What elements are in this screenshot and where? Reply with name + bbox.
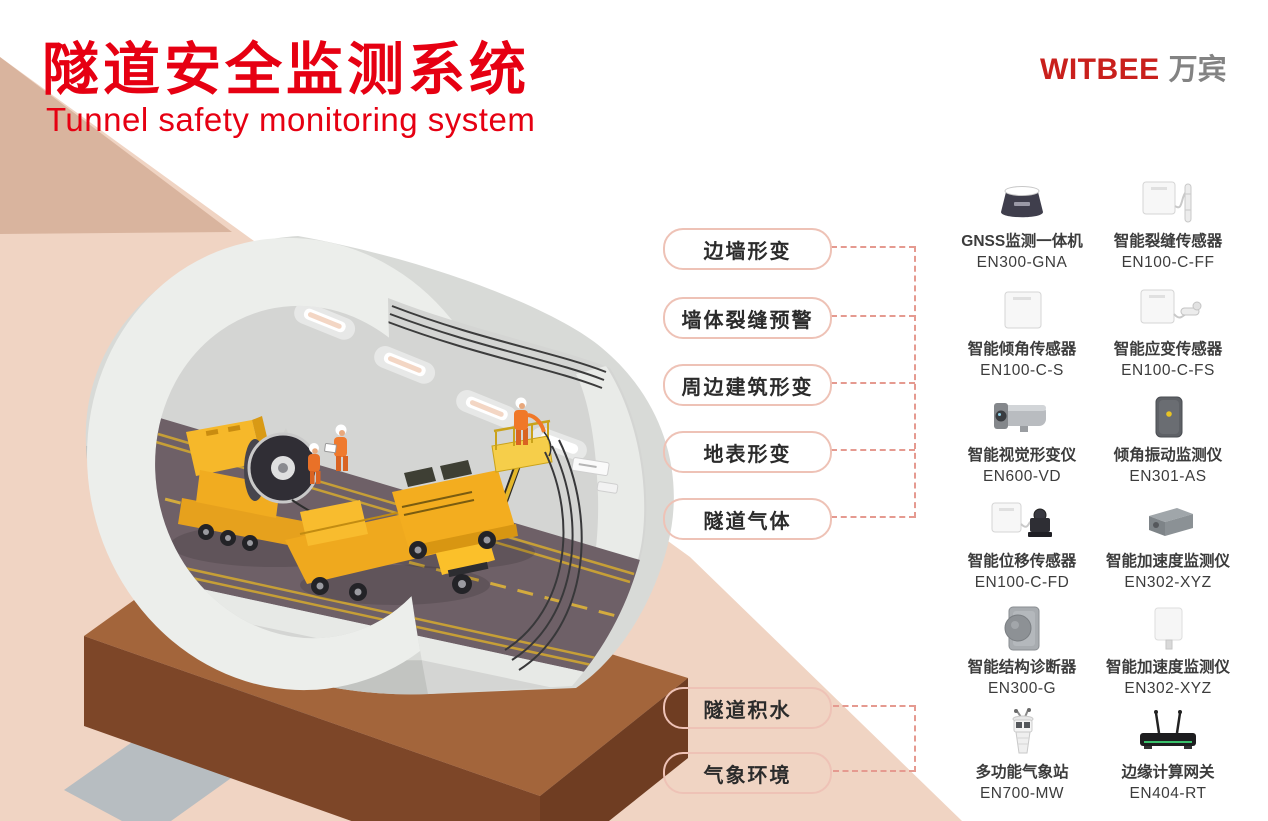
product-displacement-sensor: 智能位移传感器 EN100-C-FD [946, 496, 1098, 593]
product-tilt-sensor: 智能倾角传感器 EN100-C-S [946, 284, 1098, 381]
gnss-device-image [946, 176, 1098, 228]
displacement-sensor-image [946, 496, 1098, 548]
logo-brand-text: WITBEE [1040, 53, 1160, 86]
category-pill-building-deformation: 周边建筑形变 [663, 364, 832, 406]
hanging-cables [504, 439, 583, 671]
product-tilt-vibration-monitor: 倾角振动监测仪 EN301-AS [1092, 390, 1244, 487]
category-pill-surface-deformation: 地表形变 [663, 431, 832, 473]
connector-line [831, 246, 915, 248]
edge-gateway-image [1092, 707, 1244, 759]
product-edge-gateway: 边缘计算网关 EN404-RT [1092, 707, 1244, 804]
category-pill-tunnel-gas: 隧道气体 [663, 498, 832, 540]
ceiling-lights [294, 302, 587, 461]
product-strain-sensor: 智能应变传感器 EN100-C-FS [1092, 284, 1244, 381]
worker-on-platform [514, 397, 552, 457]
worker-with-clipboard [324, 424, 348, 471]
worker-standing [308, 443, 321, 484]
structural-diagnostic-image [946, 602, 1098, 654]
accelerometer-white-image [1092, 602, 1244, 654]
category-pill-wall-crack-warning: 墙体裂缝预警 [663, 297, 832, 339]
product-accelerometer-gray: 智能加速度监测仪 EN302-XYZ [1092, 496, 1244, 593]
wall-sign [571, 457, 619, 494]
weather-station-image [946, 707, 1098, 759]
crack-sensor-image [1092, 176, 1244, 228]
connector-line-vertical [914, 246, 916, 518]
ceiling-cables [387, 305, 607, 389]
product-structural-diagnostic: 智能结构诊断器 EN300-G [946, 602, 1098, 699]
connector-line [831, 382, 915, 384]
product-visual-deformation-camera: 智能视觉形变仪 EN600-VD [946, 390, 1098, 487]
tilt-vibration-device-image [1092, 390, 1244, 442]
product-accelerometer-white: 智能加速度监测仪 EN302-XYZ [1092, 602, 1244, 699]
tilt-sensor-image [946, 284, 1098, 336]
connector-line [831, 516, 915, 518]
category-pill-tunnel-water: 隧道积水 [663, 687, 832, 729]
connector-line [831, 449, 915, 451]
category-pill-weather: 气象环境 [663, 752, 832, 794]
page-subtitle: Tunnel safety monitoring system [46, 101, 536, 138]
product-gnss-monitor: GNSS监测一体机 EN300-GNA [946, 176, 1098, 273]
logo-cn-text: 万宾 [1168, 54, 1227, 86]
accelerometer-gray-image [1092, 496, 1244, 548]
strain-sensor-image [1092, 284, 1244, 336]
category-pill-wall-deformation: 边墙形变 [663, 228, 832, 270]
product-crack-sensor: 智能裂缝传感器 EN100-C-FF [1092, 176, 1244, 273]
lift-truck [392, 397, 553, 559]
connector-line [831, 315, 915, 317]
camera-device-image [946, 390, 1098, 442]
product-weather-station: 多功能气象站 EN700-MW [946, 707, 1098, 804]
cable-reel-truck [178, 416, 399, 558]
connector-line [833, 705, 915, 707]
page-title: 隧道安全监测系统 [42, 38, 530, 102]
tan-corner-shape [0, 57, 232, 234]
connector-line-vertical [914, 705, 916, 772]
witbee-logo: WITBEE 万宾 [1040, 46, 1227, 88]
connector-line [833, 770, 915, 772]
